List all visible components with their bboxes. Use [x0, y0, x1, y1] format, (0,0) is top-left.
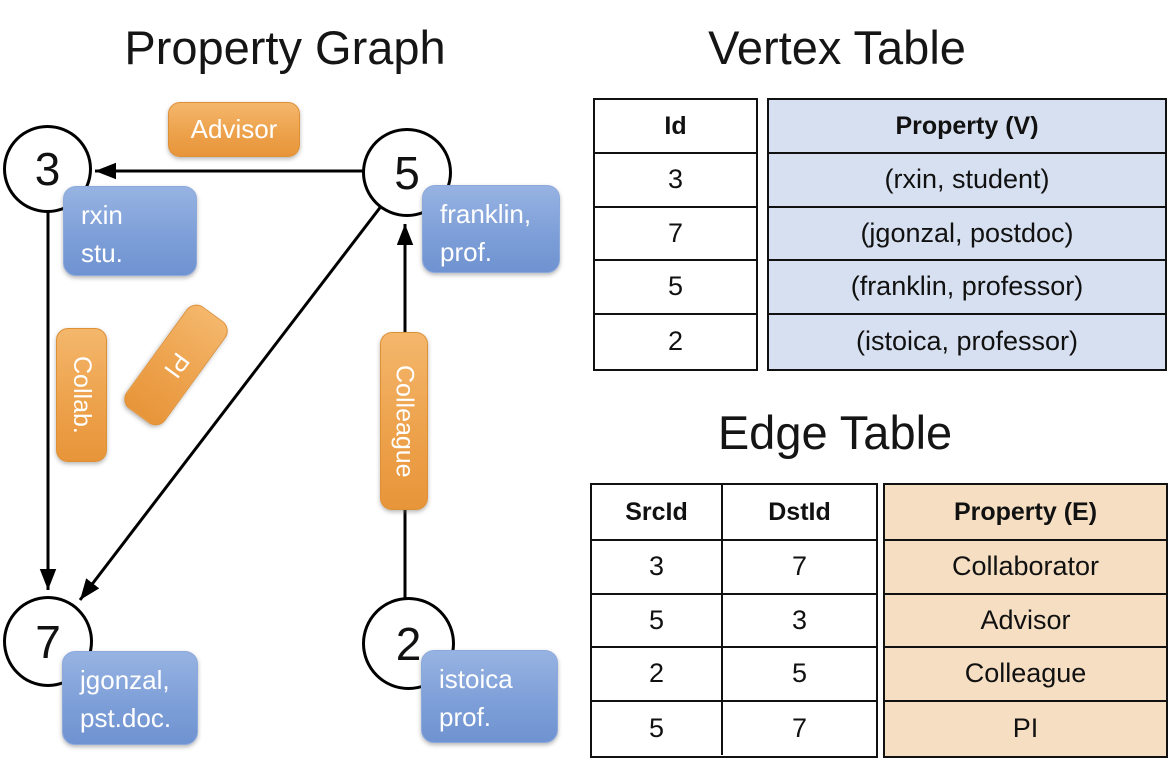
edge-label-colleague: Colleague: [380, 332, 428, 510]
vertex-table-cell-property: (istoica, professor): [855, 325, 1079, 356]
edge-table-property-column: Property (E) Collaborator Advisor Collea…: [883, 483, 1168, 758]
vertex-label-line: rxin: [81, 200, 123, 230]
edge-table-header-srcid: SrcId: [592, 485, 723, 539]
edge-table-cell-srcid: 2: [592, 648, 723, 700]
edge-table-cell-srcid: 5: [592, 701, 723, 755]
vertex-label-line: prof.: [440, 237, 493, 268]
edge-table-cell-property: Colleague: [964, 658, 1087, 689]
vertex-circle-5: 5: [362, 128, 452, 217]
edge-table-cell-dstid: 3: [791, 604, 808, 635]
vertex-table-cell-property: (franklin, professor): [850, 271, 1084, 302]
vertex-table-id-column: Id 3 7 5 2: [593, 98, 758, 371]
edge-table-cell-property: Advisor: [980, 604, 1071, 635]
edge-table-cell-property: PI: [1012, 712, 1039, 743]
vertex-label-rxin: rxin stu.: [63, 186, 197, 276]
edge-table-title: Edge Table: [717, 406, 953, 459]
vertex-label-jgonzal: jgonzal, pst.doc.: [62, 651, 198, 745]
edge-table-cell-srcid: 3: [592, 541, 723, 593]
edge-pi-arrow: [78, 204, 384, 601]
vertex-label-istoica: istoica prof.: [421, 650, 558, 743]
vertex-table-title: Vertex Table: [708, 21, 966, 74]
vertex-table-cell-property: (jgonzal, postdoc): [860, 217, 1074, 248]
vertex-table-cell-property: (rxin, student): [884, 164, 1050, 195]
edge-label-collab: Collab.: [56, 328, 107, 462]
vertex-circle-2: 2: [362, 597, 455, 690]
graph-title: Property Graph: [124, 21, 446, 74]
edge-table-cell-srcid: 5: [592, 594, 723, 646]
edge-label-advisor: Advisor: [168, 102, 300, 157]
vertex-label-line: prof.: [439, 702, 492, 733]
edge-table-cell-dstid: 7: [791, 712, 808, 743]
edge-table-src-dst-columns: SrcId DstId 3 7 5 3 2 5 5 7: [590, 483, 878, 758]
edge-table-cell-property: Collaborator: [951, 551, 1100, 582]
edge-table-cell-dstid: 7: [791, 551, 808, 582]
vertex-label-line: franklin,: [440, 199, 532, 229]
vertex-table-cell-id: 7: [667, 217, 684, 248]
vertex-label-line: pst.doc.: [80, 703, 172, 734]
edge-table-header-dstid: DstId: [768, 497, 831, 526]
vertex-table-cell-id: 2: [667, 325, 684, 356]
vertex-label-line: jgonzal,: [80, 665, 170, 695]
vertex-label-line: istoica: [439, 664, 513, 694]
edge-table-cell-dstid: 5: [791, 658, 808, 689]
edge-table-header-property: Property (E): [953, 497, 1098, 526]
vertex-table-header-id: Id: [664, 111, 687, 140]
vertex-label-franklin: franklin, prof.: [422, 185, 560, 273]
vertex-table-cell-id: 3: [667, 164, 684, 195]
vertex-table-header-property: Property (V): [895, 111, 1039, 140]
vertex-table-property-column: Property (V) (rxin, student) (jgonzal, p…: [767, 98, 1167, 371]
vertex-table-cell-id: 5: [667, 271, 684, 302]
vertex-label-line: stu.: [81, 238, 123, 269]
